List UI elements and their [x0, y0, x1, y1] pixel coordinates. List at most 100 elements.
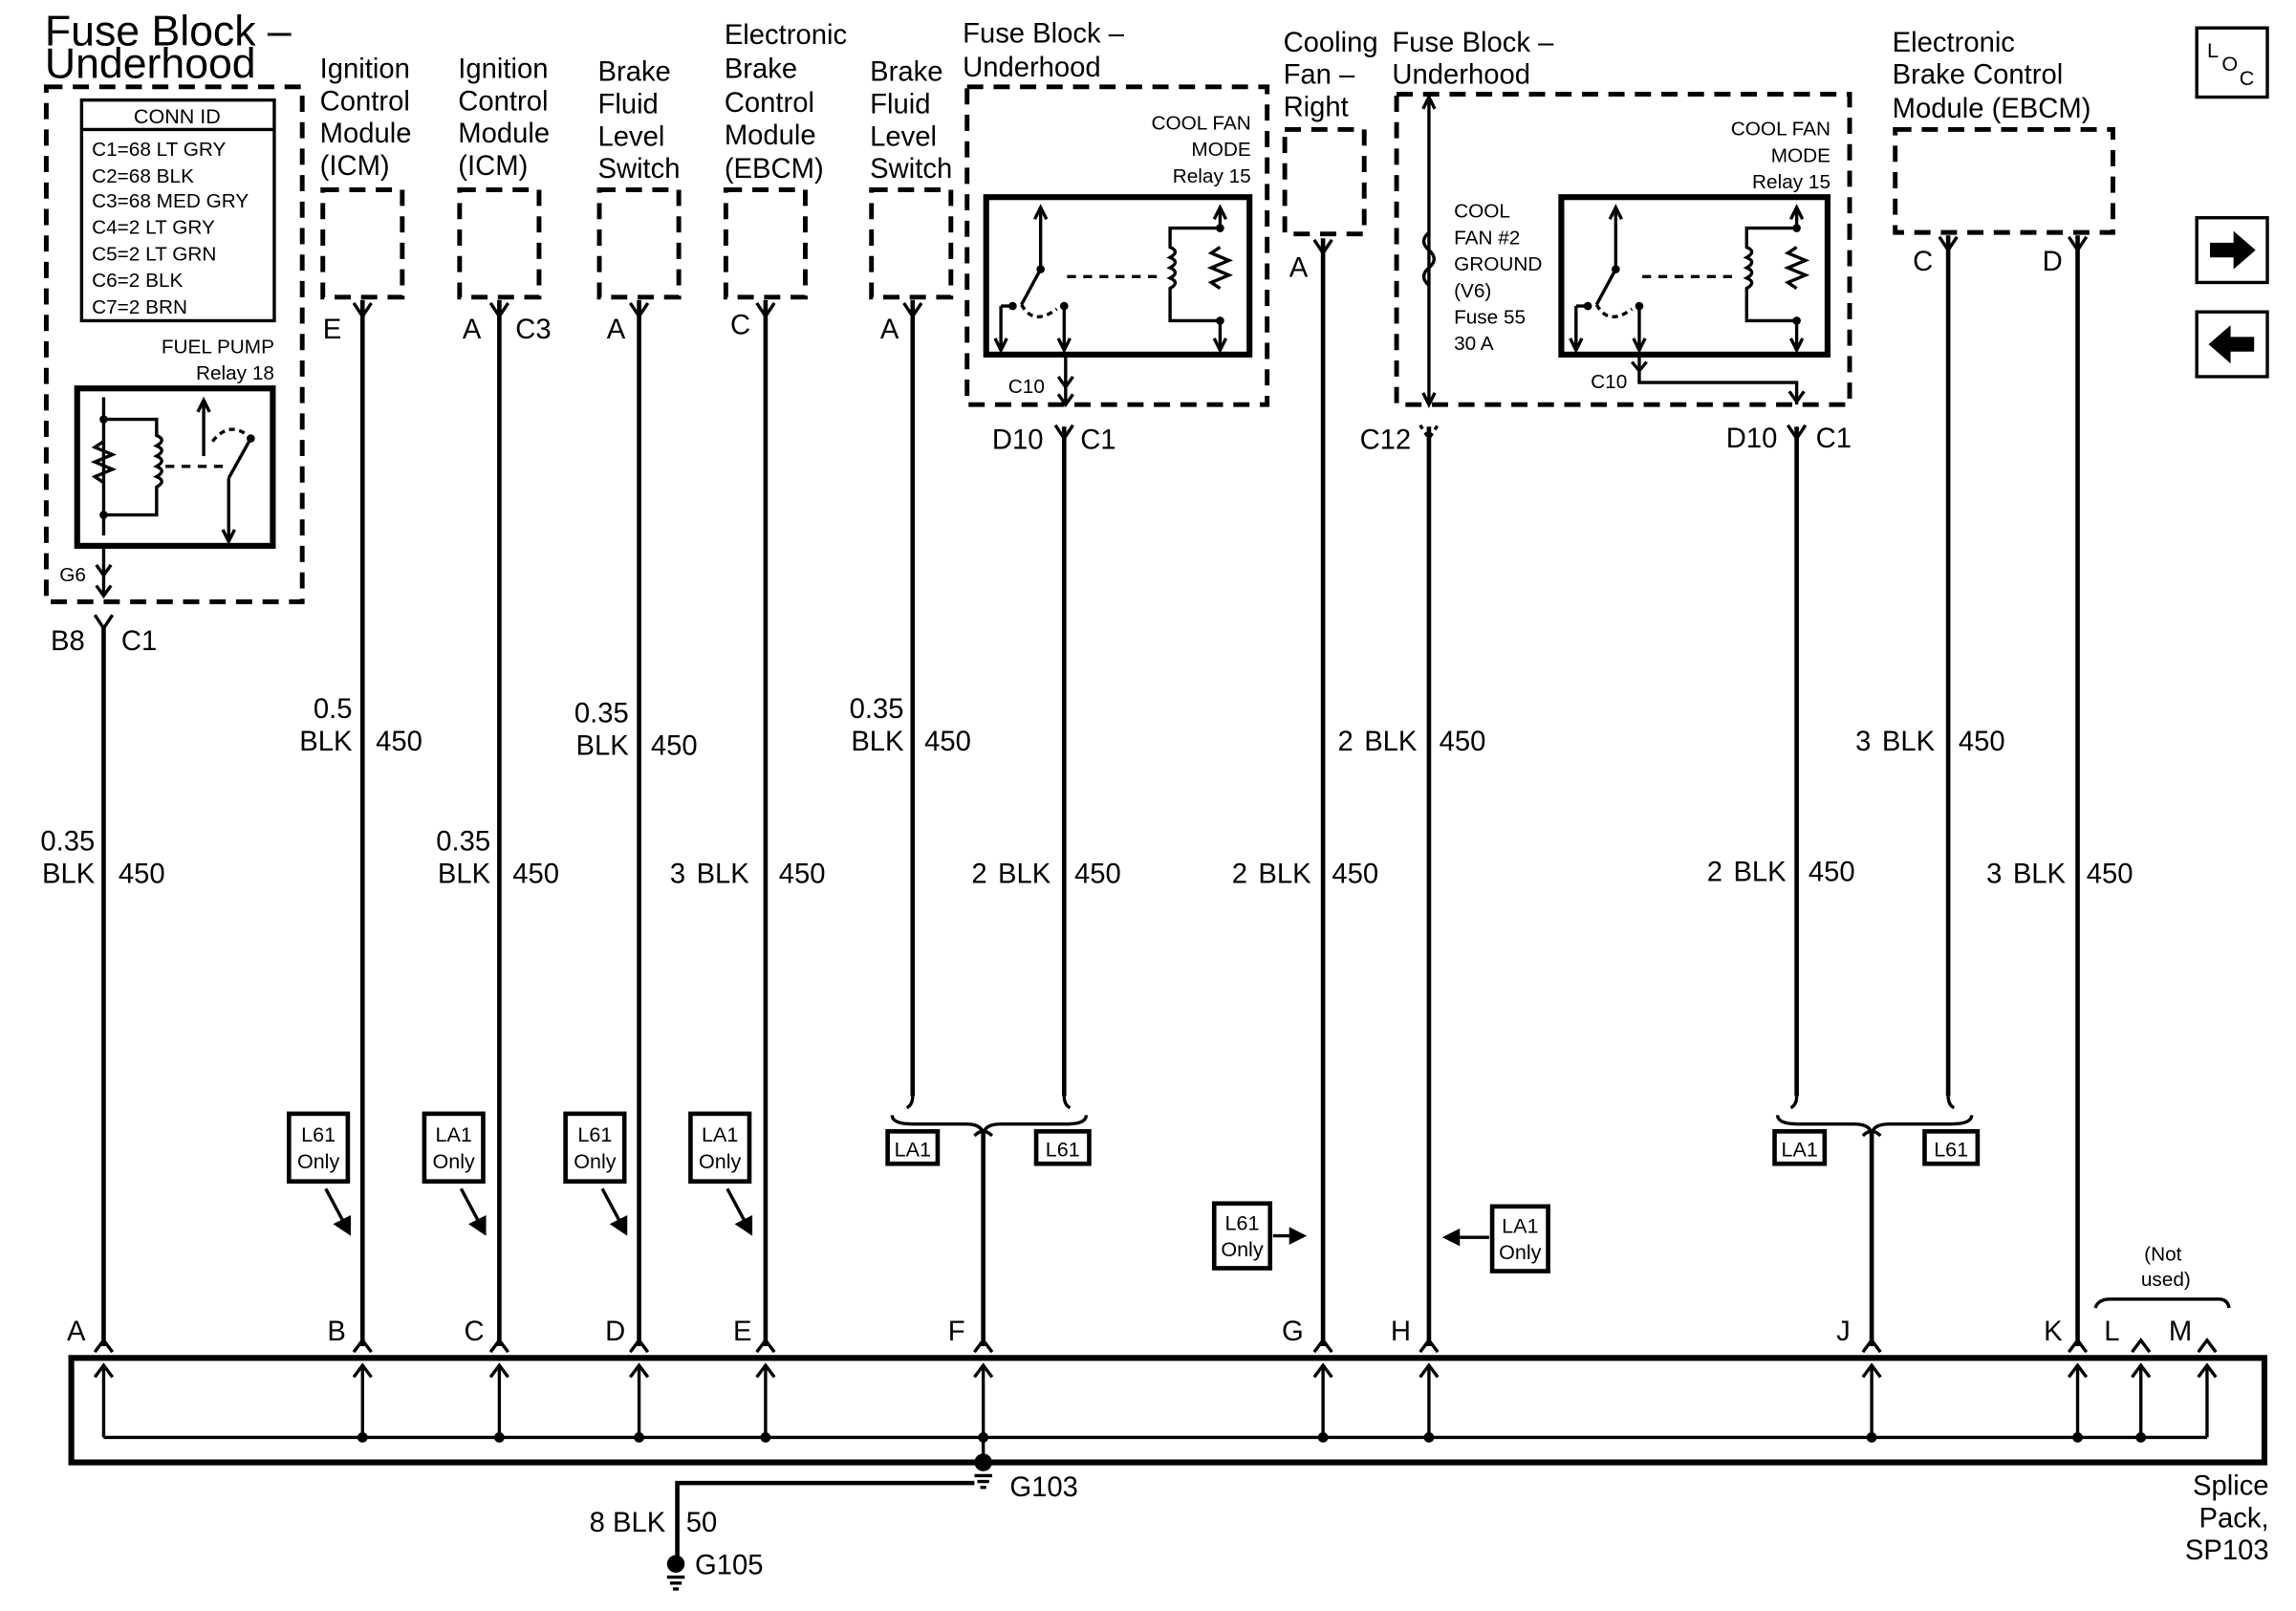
- svg-text:C3: C3: [515, 315, 551, 345]
- svg-text:450: 450: [1440, 727, 1486, 757]
- ebcm-1-title: Electronic Brake Control Module (EBCM): [725, 20, 847, 185]
- svg-text:Relay 15: Relay 15: [1173, 165, 1251, 187]
- fuse-block-underhood-right-title: Fuse Block – Underhood: [1392, 28, 1554, 91]
- svg-text:A: A: [463, 315, 482, 345]
- svg-text:Module: Module: [725, 120, 816, 151]
- brake-fluid-level-switch-2-title: Brake Fluid Level Switch: [870, 57, 952, 185]
- svg-text:(EBCM): (EBCM): [725, 154, 824, 185]
- svg-text:LA1: LA1: [702, 1123, 738, 1146]
- svg-text:Fan –: Fan –: [1284, 60, 1355, 91]
- la1-only-tag-h: LA1 Only: [1441, 1204, 1550, 1274]
- svg-text:C: C: [2240, 67, 2255, 90]
- svg-text:Pack,: Pack,: [2199, 1503, 2268, 1534]
- svg-text:D: D: [2043, 247, 2063, 277]
- svg-text:C7=2 BRN: C7=2 BRN: [92, 296, 187, 318]
- svg-text:Fuse Block –: Fuse Block –: [963, 19, 1125, 50]
- svg-text:C2=68 BLK: C2=68 BLK: [92, 165, 194, 187]
- svg-text:BLK: BLK: [998, 859, 1051, 889]
- svg-text:Relay 15: Relay 15: [1752, 171, 1830, 193]
- l61-only-tag-d: L61 Only: [563, 1111, 628, 1236]
- wire-labels: 0.35 BLK 450 0.5 BLK 450 0.35 BLK 450 0.…: [40, 694, 2133, 889]
- svg-text:Ignition: Ignition: [320, 54, 410, 85]
- svg-text:(ICM): (ICM): [320, 151, 390, 182]
- splice-pin-taps: [93, 1338, 2218, 1463]
- svg-text:used): used): [2141, 1269, 2191, 1291]
- fuse-block-left: CONN ID C1=68 LT GRY C2=68 BLK C3=68 MED…: [43, 84, 305, 604]
- svg-text:Underhood: Underhood: [1392, 60, 1530, 91]
- svg-text:L61: L61: [1225, 1211, 1260, 1234]
- option-brace-f: [890, 1096, 1089, 1138]
- svg-text:H: H: [1391, 1317, 1411, 1347]
- not-used-note: (Not used): [2093, 1244, 2231, 1309]
- svg-text:450: 450: [651, 730, 698, 761]
- svg-text:BLK: BLK: [42, 859, 96, 889]
- svg-text:Only: Only: [1221, 1238, 1264, 1261]
- svg-text:Only: Only: [297, 1150, 340, 1173]
- svg-text:Only: Only: [433, 1150, 476, 1173]
- svg-text:L61: L61: [301, 1123, 336, 1146]
- svg-text:G103: G103: [1009, 1472, 1077, 1503]
- svg-text:450: 450: [512, 859, 559, 889]
- svg-text:C: C: [1913, 247, 1933, 277]
- svg-text:Only: Only: [1499, 1241, 1542, 1264]
- svg-text:LA1: LA1: [895, 1139, 931, 1162]
- svg-text:Control: Control: [458, 86, 548, 117]
- splice-pin-labels: A B C D E F G H J K L M: [67, 1317, 2192, 1347]
- ignition-control-module-2-title: Ignition Control Module (ICM): [458, 54, 550, 183]
- svg-text:3: 3: [1986, 859, 2002, 889]
- svg-text:COOL FAN: COOL FAN: [1151, 112, 1250, 134]
- svg-text:0.5: 0.5: [314, 694, 353, 725]
- arrow-right-icon[interactable]: [2195, 216, 2269, 285]
- svg-text:BLK: BLK: [1258, 859, 1311, 889]
- svg-text:D10: D10: [1726, 424, 1778, 454]
- conn-id-table: CONN ID C1=68 LT GRY C2=68 BLK C3=68 MED…: [79, 98, 276, 323]
- svg-text:Underhood: Underhood: [963, 53, 1101, 83]
- svg-text:K: K: [2044, 1317, 2063, 1347]
- svg-text:50: 50: [686, 1508, 718, 1538]
- svg-text:C6=2 BLK: C6=2 BLK: [92, 270, 183, 292]
- fuse-55-icon: [1421, 230, 1436, 287]
- fuel-pump-relay-number: Relay 18: [196, 362, 274, 384]
- svg-text:Brake Control: Brake Control: [1893, 60, 2064, 91]
- svg-text:Right: Right: [1284, 93, 1349, 123]
- svg-text:CONN ID: CONN ID: [134, 105, 221, 128]
- svg-text:G6: G6: [59, 564, 86, 586]
- svg-text:BLK: BLK: [1733, 858, 1787, 888]
- svg-text:A: A: [67, 1317, 86, 1347]
- svg-text:D: D: [605, 1317, 625, 1347]
- loc-icon[interactable]: L O C: [2195, 26, 2269, 99]
- svg-text:450: 450: [1959, 727, 2005, 757]
- connector-pin-labels: B8 C1 E A C3 A C A D10 C1 A C12 D10 C1 C…: [51, 247, 2063, 657]
- svg-text:B: B: [327, 1317, 346, 1347]
- svg-text:(Not: (Not: [2144, 1244, 2181, 1266]
- ground-g105: G105: [666, 1551, 764, 1591]
- cooling-fan-right-title: Cooling Fan – Right: [1284, 28, 1378, 123]
- fuse-block-underhood-left-title: Fuse Block – Underhood: [45, 9, 292, 88]
- svg-text:BLK: BLK: [438, 859, 491, 889]
- ground-g103: G103: [974, 1453, 1078, 1503]
- la1-only-tag-e: LA1 Only: [688, 1111, 753, 1236]
- svg-text:Brake: Brake: [597, 57, 670, 88]
- svg-text:450: 450: [1074, 859, 1121, 889]
- svg-text:Module: Module: [458, 119, 550, 149]
- svg-text:L61: L61: [577, 1123, 612, 1146]
- svg-text:Fuse 55: Fuse 55: [1454, 307, 1526, 329]
- arrow-left-icon[interactable]: [2195, 310, 2269, 379]
- loc-icon-l: L: [2207, 39, 2219, 62]
- svg-text:J: J: [1836, 1317, 1851, 1347]
- splice-pack: A B C D E F G H J K L M: [67, 1317, 2269, 1566]
- la1-only-tag-c: LA1 Only: [422, 1111, 487, 1236]
- svg-text:C4=2 LT GRY: C4=2 LT GRY: [92, 217, 215, 239]
- svg-text:BLK: BLK: [1882, 727, 1936, 757]
- wire-label-e: 3 BLK 450: [670, 859, 826, 889]
- svg-text:LA1: LA1: [1502, 1215, 1538, 1238]
- svg-text:GROUND: GROUND: [1454, 253, 1542, 275]
- ground-wire: 8 BLK 50: [590, 1480, 975, 1564]
- svg-text:Control: Control: [320, 86, 410, 117]
- svg-text:450: 450: [1809, 858, 1855, 888]
- option-brace-j: [1775, 1096, 1974, 1138]
- svg-text:Cooling: Cooling: [1284, 28, 1378, 58]
- svg-text:0.35: 0.35: [850, 694, 904, 725]
- svg-text:Only: Only: [574, 1150, 617, 1173]
